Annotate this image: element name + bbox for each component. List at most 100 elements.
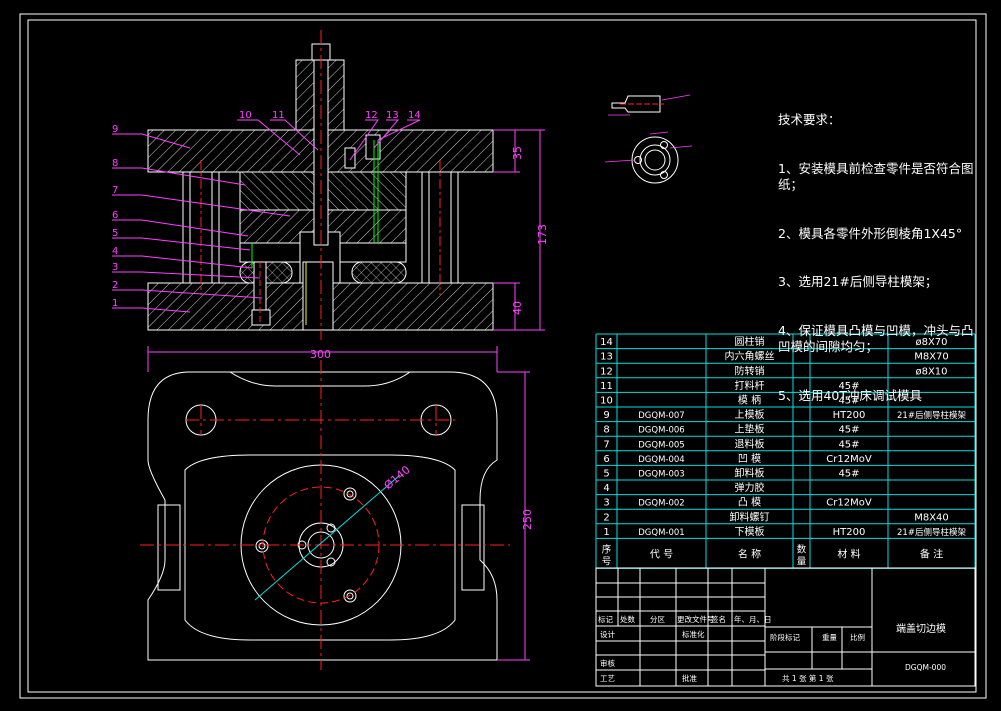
bom-cell-material: 45# xyxy=(838,425,859,436)
bom-cell-name: 凹 模 xyxy=(738,453,761,465)
bom-cell-name: 退料板 xyxy=(735,437,765,450)
tb-weight: 重量 xyxy=(822,633,837,642)
bom-cell-material: Cr12MoV xyxy=(826,454,872,465)
callout-13: 13 xyxy=(386,110,399,121)
bom-cell-code: DGQM-004 xyxy=(638,455,684,465)
bom-header-no: 序 xyxy=(602,543,612,555)
tb-scale: 比例 xyxy=(850,632,865,642)
callout-2: 2 xyxy=(112,280,118,291)
bom-cell-name: 卸料板 xyxy=(735,467,765,480)
bom-cell-name: 打料杆 xyxy=(735,379,765,392)
tb-drawing-code: DGQM-000 xyxy=(905,663,946,672)
note-2: 2、模具各零件外形倒棱角1X45° xyxy=(778,225,963,241)
callout-8: 8 xyxy=(112,158,118,169)
bom-cell-remark: 21#后侧导柱模架 xyxy=(897,410,966,421)
bom-cell-material: 45# xyxy=(838,469,859,480)
callout-leaders xyxy=(112,119,421,313)
plan-view xyxy=(147,371,498,661)
note-3: 3、选用21#后侧导柱模架； xyxy=(778,274,938,290)
outer-frame xyxy=(19,13,987,699)
bom-cell-no: 10 xyxy=(600,396,613,407)
bom-header-no: 号 xyxy=(602,556,612,567)
bom-cell-no: 9 xyxy=(603,410,609,421)
tb-standard: 标准化 xyxy=(682,629,705,639)
callout-11: 11 xyxy=(272,110,285,121)
bom-cell-name: 弹力胶 xyxy=(735,481,765,494)
technical-notes: 技术要求： 1、安装模具前检查零件是否符合图纸； 2、模具各零件外形倒棱角1X4… xyxy=(778,80,978,420)
tb-count: 处数 xyxy=(620,614,635,624)
bom-cell-no: 12 xyxy=(600,366,613,377)
tb-design: 设计 xyxy=(600,629,615,639)
bom-cell-no: 8 xyxy=(603,425,609,436)
tb-approve: 批准 xyxy=(682,673,697,683)
bom-header-name: 名 称 xyxy=(738,547,761,560)
tb-change-doc: 更改文件号 xyxy=(677,614,715,624)
dim-d140: Ø140 xyxy=(382,463,413,492)
bom-cell-no: 3 xyxy=(603,498,609,509)
plan-centerlines xyxy=(140,360,510,670)
callout-labels-left: 9 8 7 6 5 4 3 2 1 xyxy=(112,124,118,309)
callout-14: 14 xyxy=(408,110,421,121)
part-sketch-leaders xyxy=(604,94,693,163)
dim-173: 173 xyxy=(536,224,549,245)
dim-300: 300 xyxy=(310,348,331,361)
inner-frame xyxy=(27,19,977,693)
bom-cell-code: DGQM-006 xyxy=(638,426,684,436)
bom-cell-code: DGQM-005 xyxy=(638,440,684,450)
bom-cell-name: 上垫板 xyxy=(735,423,765,436)
bom-cell-no: 5 xyxy=(603,469,609,480)
note-4: 4、保证模具凸模与凹模，冲头与凸凹模的间隙均匀； xyxy=(778,323,974,355)
bom-cell-name: 内六角螺丝 xyxy=(725,350,775,363)
bom-cell-code: DGQM-002 xyxy=(638,499,684,509)
bom-cell-name: 凸 模 xyxy=(738,497,761,509)
bom-cell-remark: M8X70 xyxy=(914,352,949,363)
diameter-leader xyxy=(254,474,401,601)
bom-cell-code: DGQM-001 xyxy=(638,528,684,538)
title-block xyxy=(595,567,976,687)
bom-cell-no: 1 xyxy=(603,527,609,538)
callout-3: 3 xyxy=(112,262,118,273)
callout-12: 12 xyxy=(365,110,378,121)
dims-vertical-text: 35 173 40 xyxy=(511,146,549,315)
note-1: 1、安装模具前检查零件是否符合图纸； xyxy=(778,161,974,193)
dim-250: 250 xyxy=(521,509,534,530)
bom-cell-no: 4 xyxy=(603,483,609,494)
bom-cell-no: 6 xyxy=(603,454,609,465)
callout-5: 5 xyxy=(112,228,118,239)
bom-header-qty: 数 xyxy=(797,543,807,555)
dim-35: 35 xyxy=(511,146,524,160)
bom-cell-code: DGQM-007 xyxy=(638,411,684,421)
tb-date: 年、月、日 xyxy=(734,614,772,624)
tb-sign: 签名 xyxy=(711,614,726,624)
spring-lines xyxy=(251,140,379,268)
dim-40: 40 xyxy=(511,301,524,315)
bom-header-material: 材 料 xyxy=(837,547,860,560)
bom-header-code: 代 号 xyxy=(650,548,673,560)
bom-cell-name: 上模板 xyxy=(735,408,765,421)
bom-header-remark: 备 注 xyxy=(920,547,943,560)
tb-drawing-name: 端盖切边模 xyxy=(896,622,946,635)
bom-cell-name: 模 柄 xyxy=(738,394,761,407)
bom-cell-remark: 21#后侧导柱模架 xyxy=(897,527,966,538)
bom-cell-no: 11 xyxy=(600,381,613,392)
notes-heading: 技术要求： xyxy=(778,112,841,128)
note-5: 5、选用40T冲床调试模具 xyxy=(778,387,922,403)
bom-cell-name: 卸料螺钉 xyxy=(730,510,770,523)
callout-6: 6 xyxy=(112,210,118,221)
tb-process: 工艺 xyxy=(600,674,615,683)
bom-cell-no: 14 xyxy=(600,337,613,348)
callout-7: 7 xyxy=(112,185,118,196)
dims-vertical xyxy=(493,129,545,331)
callout-labels-top: 10 11 12 13 14 xyxy=(239,110,421,121)
bom-cell-material: 45# xyxy=(838,439,859,450)
bom-cell-code: DGQM-003 xyxy=(638,470,684,480)
tb-stage: 阶段标记 xyxy=(770,632,800,642)
bom-cell-remark: ø8X70 xyxy=(915,337,947,348)
bom-cell-name: 防转销 xyxy=(735,364,765,377)
bom-cell-material: HT200 xyxy=(833,527,866,538)
callout-9: 9 xyxy=(112,124,118,135)
callout-10: 10 xyxy=(239,110,252,121)
tb-mark: 标记 xyxy=(598,614,613,624)
